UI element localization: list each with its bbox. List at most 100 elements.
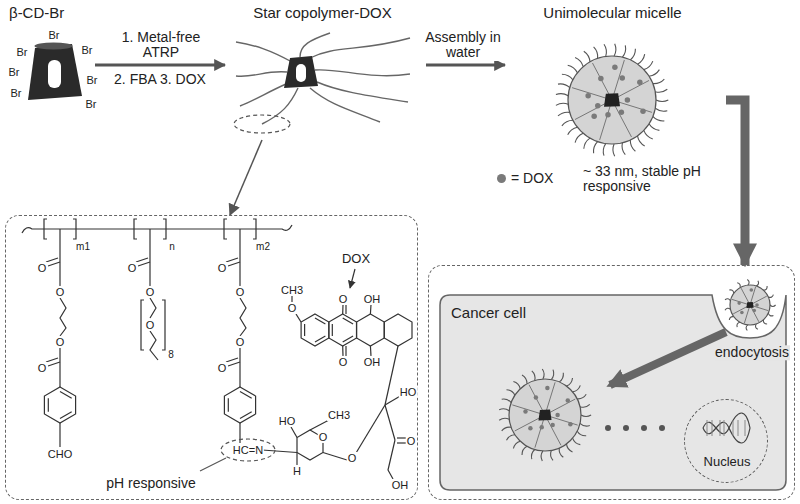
micelle-corona (522, 375, 527, 384)
atom-label: O (217, 362, 228, 374)
atom-label: O (55, 286, 66, 298)
bond-line (296, 453, 297, 466)
micelle-corona (656, 100, 668, 102)
highlight-ellipse (234, 115, 290, 133)
ring (357, 314, 385, 346)
micelle-corona (622, 143, 625, 155)
micelle-corona (593, 142, 597, 154)
micelle-corona (644, 130, 653, 139)
atom-label: O (37, 262, 48, 274)
micelle-corona (577, 431, 586, 436)
size-note: ~ 33 nm, stable pH responsive (582, 164, 714, 195)
legend-swatch (497, 174, 506, 183)
micelle-corona (513, 382, 520, 389)
dna-rung (738, 420, 739, 436)
atom-label: O (37, 362, 48, 374)
micelle-corona (499, 409, 509, 411)
micelle-corona (594, 47, 598, 59)
bond-line (239, 348, 240, 362)
dox-dot (585, 93, 591, 99)
polymer-arm (300, 33, 330, 57)
bond-line (59, 423, 60, 447)
double-bond (240, 412, 252, 419)
double-bond (228, 398, 229, 412)
bond-line (323, 453, 347, 461)
dox-dot (737, 301, 741, 305)
bond-line (149, 262, 150, 286)
micelle-corona (768, 295, 773, 298)
double-bond (315, 336, 325, 342)
side-chain (388, 440, 395, 479)
bond-line (239, 362, 240, 387)
bond-line (385, 405, 395, 440)
node-heading: Cancer cell (451, 304, 526, 321)
polymer-arm (236, 72, 287, 77)
micelle-corona (604, 44, 606, 56)
micelle-corona (649, 124, 659, 131)
bromine-atom: Br (16, 46, 29, 58)
atom-label: O (235, 336, 246, 348)
dox-dot (637, 80, 643, 86)
double-bond (315, 318, 325, 324)
atom-label: m1 (75, 241, 91, 252)
cyclodextrin-cone (284, 56, 318, 88)
dox-dot (740, 311, 744, 315)
bond-line (262, 450, 297, 453)
dox-dot (591, 114, 597, 120)
bond-line (149, 229, 150, 262)
step-text: 2. FBA 3. DOX (113, 72, 207, 87)
bond-line (59, 229, 60, 262)
edge-label: Assembly in water (423, 30, 503, 61)
polymer-arm (236, 42, 292, 62)
micelle-corona (562, 74, 573, 80)
cd-core (604, 93, 620, 107)
cd-core (746, 302, 753, 308)
dox-dot (605, 112, 611, 118)
micelle-core (568, 56, 656, 144)
double-bond (228, 362, 240, 366)
legend-text: = DOX (511, 170, 553, 186)
micelle-corona (580, 423, 590, 426)
micelle-corona (567, 378, 573, 386)
nucleus-circle: Nucleus (684, 399, 768, 483)
bromine-atom: Br (85, 98, 98, 110)
peg-chain (150, 331, 158, 360)
bond-line (46, 358, 58, 362)
alkyl-chain (60, 298, 66, 336)
double-bond (304, 324, 305, 336)
atom-label: O (55, 336, 66, 348)
repeat-bracket (162, 300, 165, 350)
bond-line (291, 427, 297, 438)
ring (44, 387, 75, 423)
leader-line (200, 458, 226, 471)
cyclodextrin-cavity (296, 64, 306, 82)
atom-label: OH (363, 356, 382, 368)
dox-dot (619, 109, 625, 115)
dna-rung (733, 420, 734, 436)
repeat-bracket (134, 219, 137, 239)
dna-rung (745, 420, 746, 436)
double-bond (240, 392, 252, 399)
trafficking-dot (641, 425, 647, 431)
micelle-corona (655, 108, 667, 111)
micelle-corona (630, 140, 635, 151)
bromine-atom: Br (48, 29, 61, 41)
micelle-corona (551, 370, 553, 380)
cyclodextrin-cone (28, 44, 82, 100)
micelle-corona (763, 320, 767, 324)
dna-rung (720, 420, 721, 436)
atom-label: HC=N (232, 444, 264, 456)
dox-dot (598, 76, 604, 82)
node-heading: Unimolecular micelle (505, 4, 720, 21)
dox-dot (752, 309, 756, 313)
polymer-arm (310, 38, 410, 58)
dna-rung (724, 420, 725, 436)
micelle-corona (613, 144, 615, 156)
repeat-bracket (141, 300, 144, 350)
polymer-arm (310, 88, 380, 122)
trafficking-dot (659, 425, 665, 431)
ring (224, 387, 255, 423)
double-bond (60, 392, 72, 399)
atom-label: OH (391, 479, 410, 491)
micelle-corona (737, 283, 740, 288)
